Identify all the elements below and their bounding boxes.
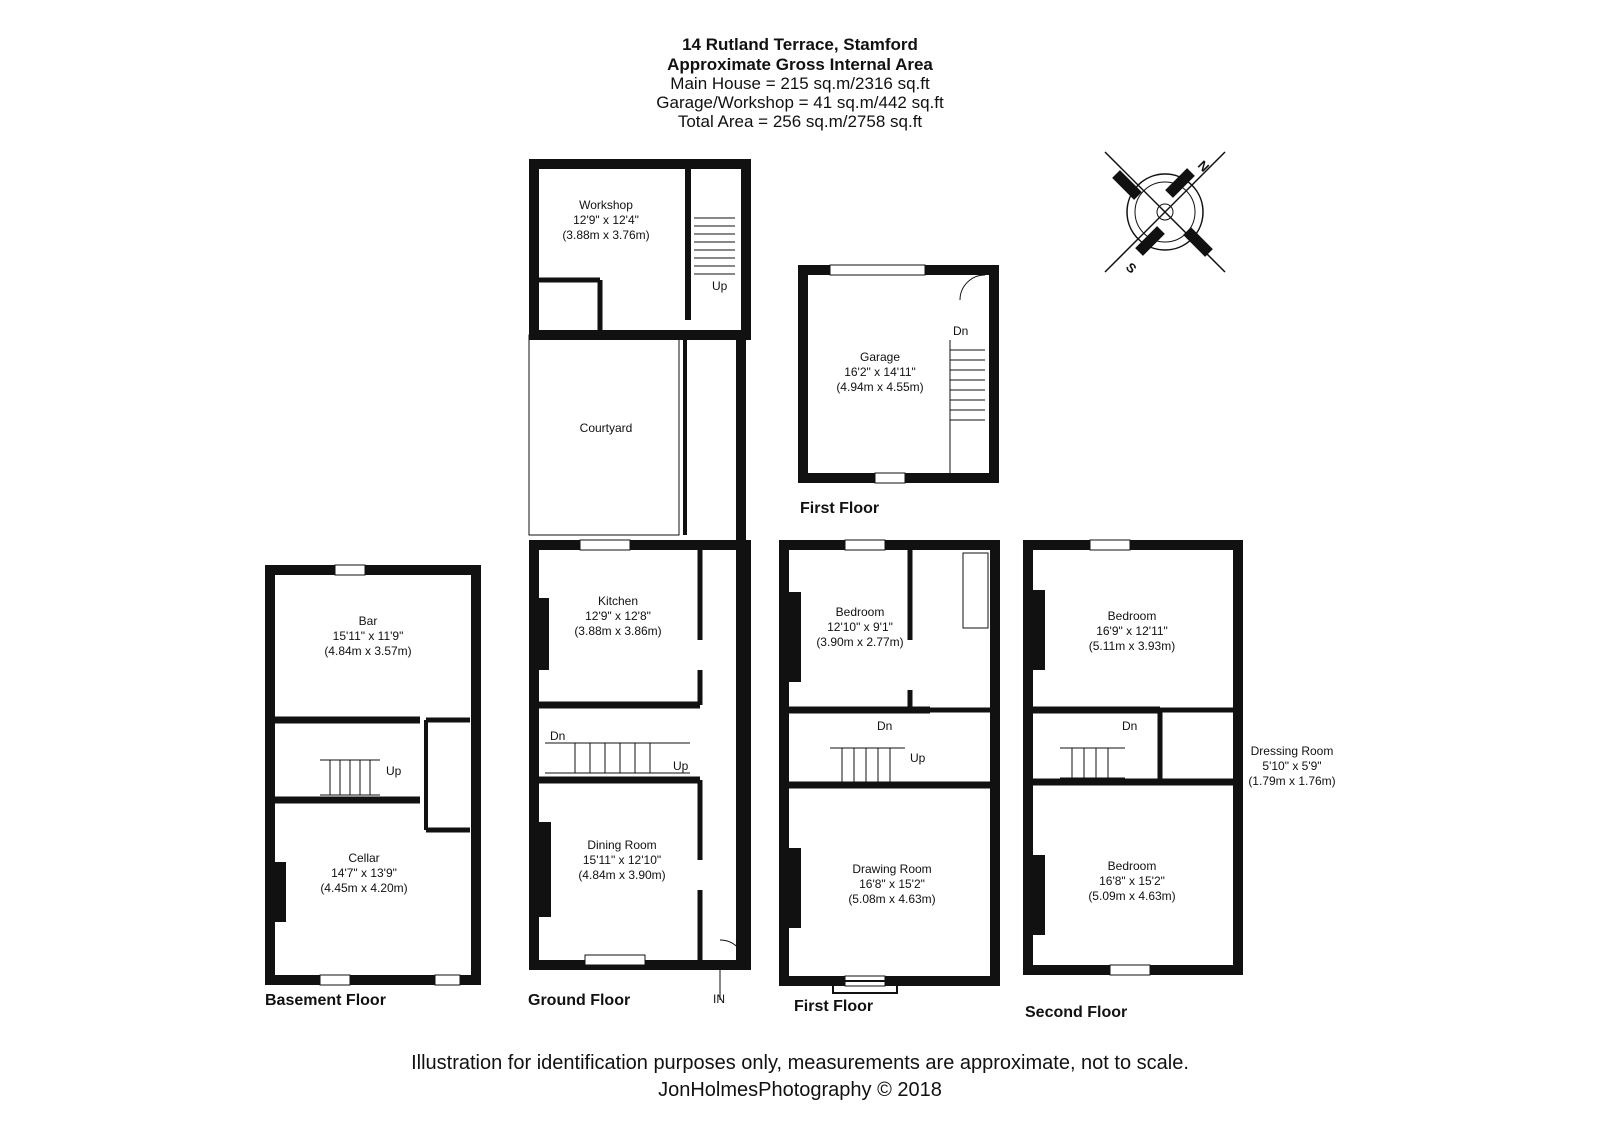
main-house-area: Main House = 215 sq.m/2316 sq.ft xyxy=(670,74,930,93)
workshop-metric: (3.88m x 3.76m) xyxy=(562,228,649,242)
first-floor-label: First Floor xyxy=(794,998,874,1015)
second-front-bedroom-name: Bedroom xyxy=(1108,859,1157,873)
first-stair-dn-label: Dn xyxy=(877,719,892,733)
second-front-bedroom-metric: (5.09m x 4.63m) xyxy=(1088,889,1175,903)
bar-imperial: 15'11" x 11'9" xyxy=(333,629,404,643)
second-front-bedroom-imperial: 16'8" x 15'2" xyxy=(1099,874,1165,888)
ground-stair-up-label: Up xyxy=(673,759,689,773)
compass-rose xyxy=(1104,151,1226,273)
basement-floor-label: Basement Floor xyxy=(265,992,386,1009)
basement-plan xyxy=(265,564,481,986)
entrance-label: IN xyxy=(713,992,725,1006)
copyright-credit: JonHolmesPhotography © 2018 xyxy=(658,1079,942,1101)
drawing-room-metric: (5.08m x 4.63m) xyxy=(848,892,935,906)
second-floor-plan xyxy=(1023,539,1243,976)
workshop-imperial: 12'9" x 12'4" xyxy=(573,213,639,227)
dining-room-name: Dining Room xyxy=(587,838,656,852)
second-rear-bedroom-metric: (5.11m x 3.93m) xyxy=(1089,639,1175,653)
kitchen-metric: (3.88m x 3.86m) xyxy=(574,624,661,638)
garage-first-floor-label: First Floor xyxy=(800,500,880,517)
dressing-room-imperial: 5'10" x 5'9" xyxy=(1262,759,1321,773)
cellar-name: Cellar xyxy=(348,851,379,865)
kitchen-imperial: 12'9" x 12'8" xyxy=(585,609,651,623)
first-floor-plan xyxy=(779,539,1000,994)
drawing-room-name: Drawing Room xyxy=(852,862,931,876)
compass-south-label: S xyxy=(1123,260,1140,277)
cellar-imperial: 14'7" x 13'9" xyxy=(331,866,397,880)
ground-stair-dn-label: Dn xyxy=(550,729,565,743)
garage-stair-dn-label: Dn xyxy=(953,324,968,338)
disclaimer-text: Illustration for identification purposes… xyxy=(411,1052,1189,1074)
garage-workshop-area: Garage/Workshop = 41 sq.m/442 sq.ft xyxy=(656,93,944,112)
ground-floor-plan xyxy=(528,159,751,1000)
property-address: 14 Rutland Terrace, Stamford xyxy=(682,35,918,54)
compass-north-label: N xyxy=(1195,158,1212,175)
garage-imperial: 16'2" x 14'11" xyxy=(844,365,916,379)
workshop-name: Workshop xyxy=(579,198,633,212)
first-bedroom-imperial: 12'10" x 9'1" xyxy=(827,620,893,634)
garage-metric: (4.94m x 4.55m) xyxy=(836,380,923,394)
garage-name: Garage xyxy=(860,350,900,364)
dining-room-metric: (4.84m x 3.90m) xyxy=(578,868,665,882)
workshop-stair-up-label: Up xyxy=(712,279,728,293)
first-bedroom-name: Bedroom xyxy=(836,605,885,619)
second-rear-bedroom-name: Bedroom xyxy=(1108,609,1157,623)
bar-name: Bar xyxy=(359,614,378,628)
plan-footer: Illustration for identification purposes… xyxy=(0,1050,1600,1104)
drawing-room-imperial: 16'8" x 15'2" xyxy=(859,877,925,891)
dressing-room-metric: (1.79m x 1.76m) xyxy=(1248,774,1335,788)
first-stair-up-label: Up xyxy=(910,751,926,765)
courtyard-name: Courtyard xyxy=(580,421,633,435)
ground-floor-label: Ground Floor xyxy=(528,992,631,1009)
second-floor-label: Second Floor xyxy=(1025,1004,1128,1021)
plan-header: 14 Rutland Terrace, Stamford Approximate… xyxy=(0,34,1600,131)
total-area: Total Area = 256 sq.m/2758 sq.ft xyxy=(677,112,923,131)
area-title: Approximate Gross Internal Area xyxy=(667,55,933,74)
first-bedroom-metric: (3.90m x 2.77m) xyxy=(816,635,903,649)
cellar-metric: (4.45m x 4.20m) xyxy=(320,881,407,895)
second-rear-bedroom-imperial: 16'9" x 12'11" xyxy=(1096,624,1168,638)
second-stair-dn-label: Dn xyxy=(1122,719,1137,733)
dining-room-imperial: 15'11" x 12'10" xyxy=(583,853,661,867)
basement-stair-up-label: Up xyxy=(386,764,402,778)
dressing-room-name: Dressing Room xyxy=(1251,744,1334,758)
garage-plan xyxy=(798,264,999,484)
kitchen-name: Kitchen xyxy=(598,594,638,608)
bar-metric: (4.84m x 3.57m) xyxy=(324,644,411,658)
